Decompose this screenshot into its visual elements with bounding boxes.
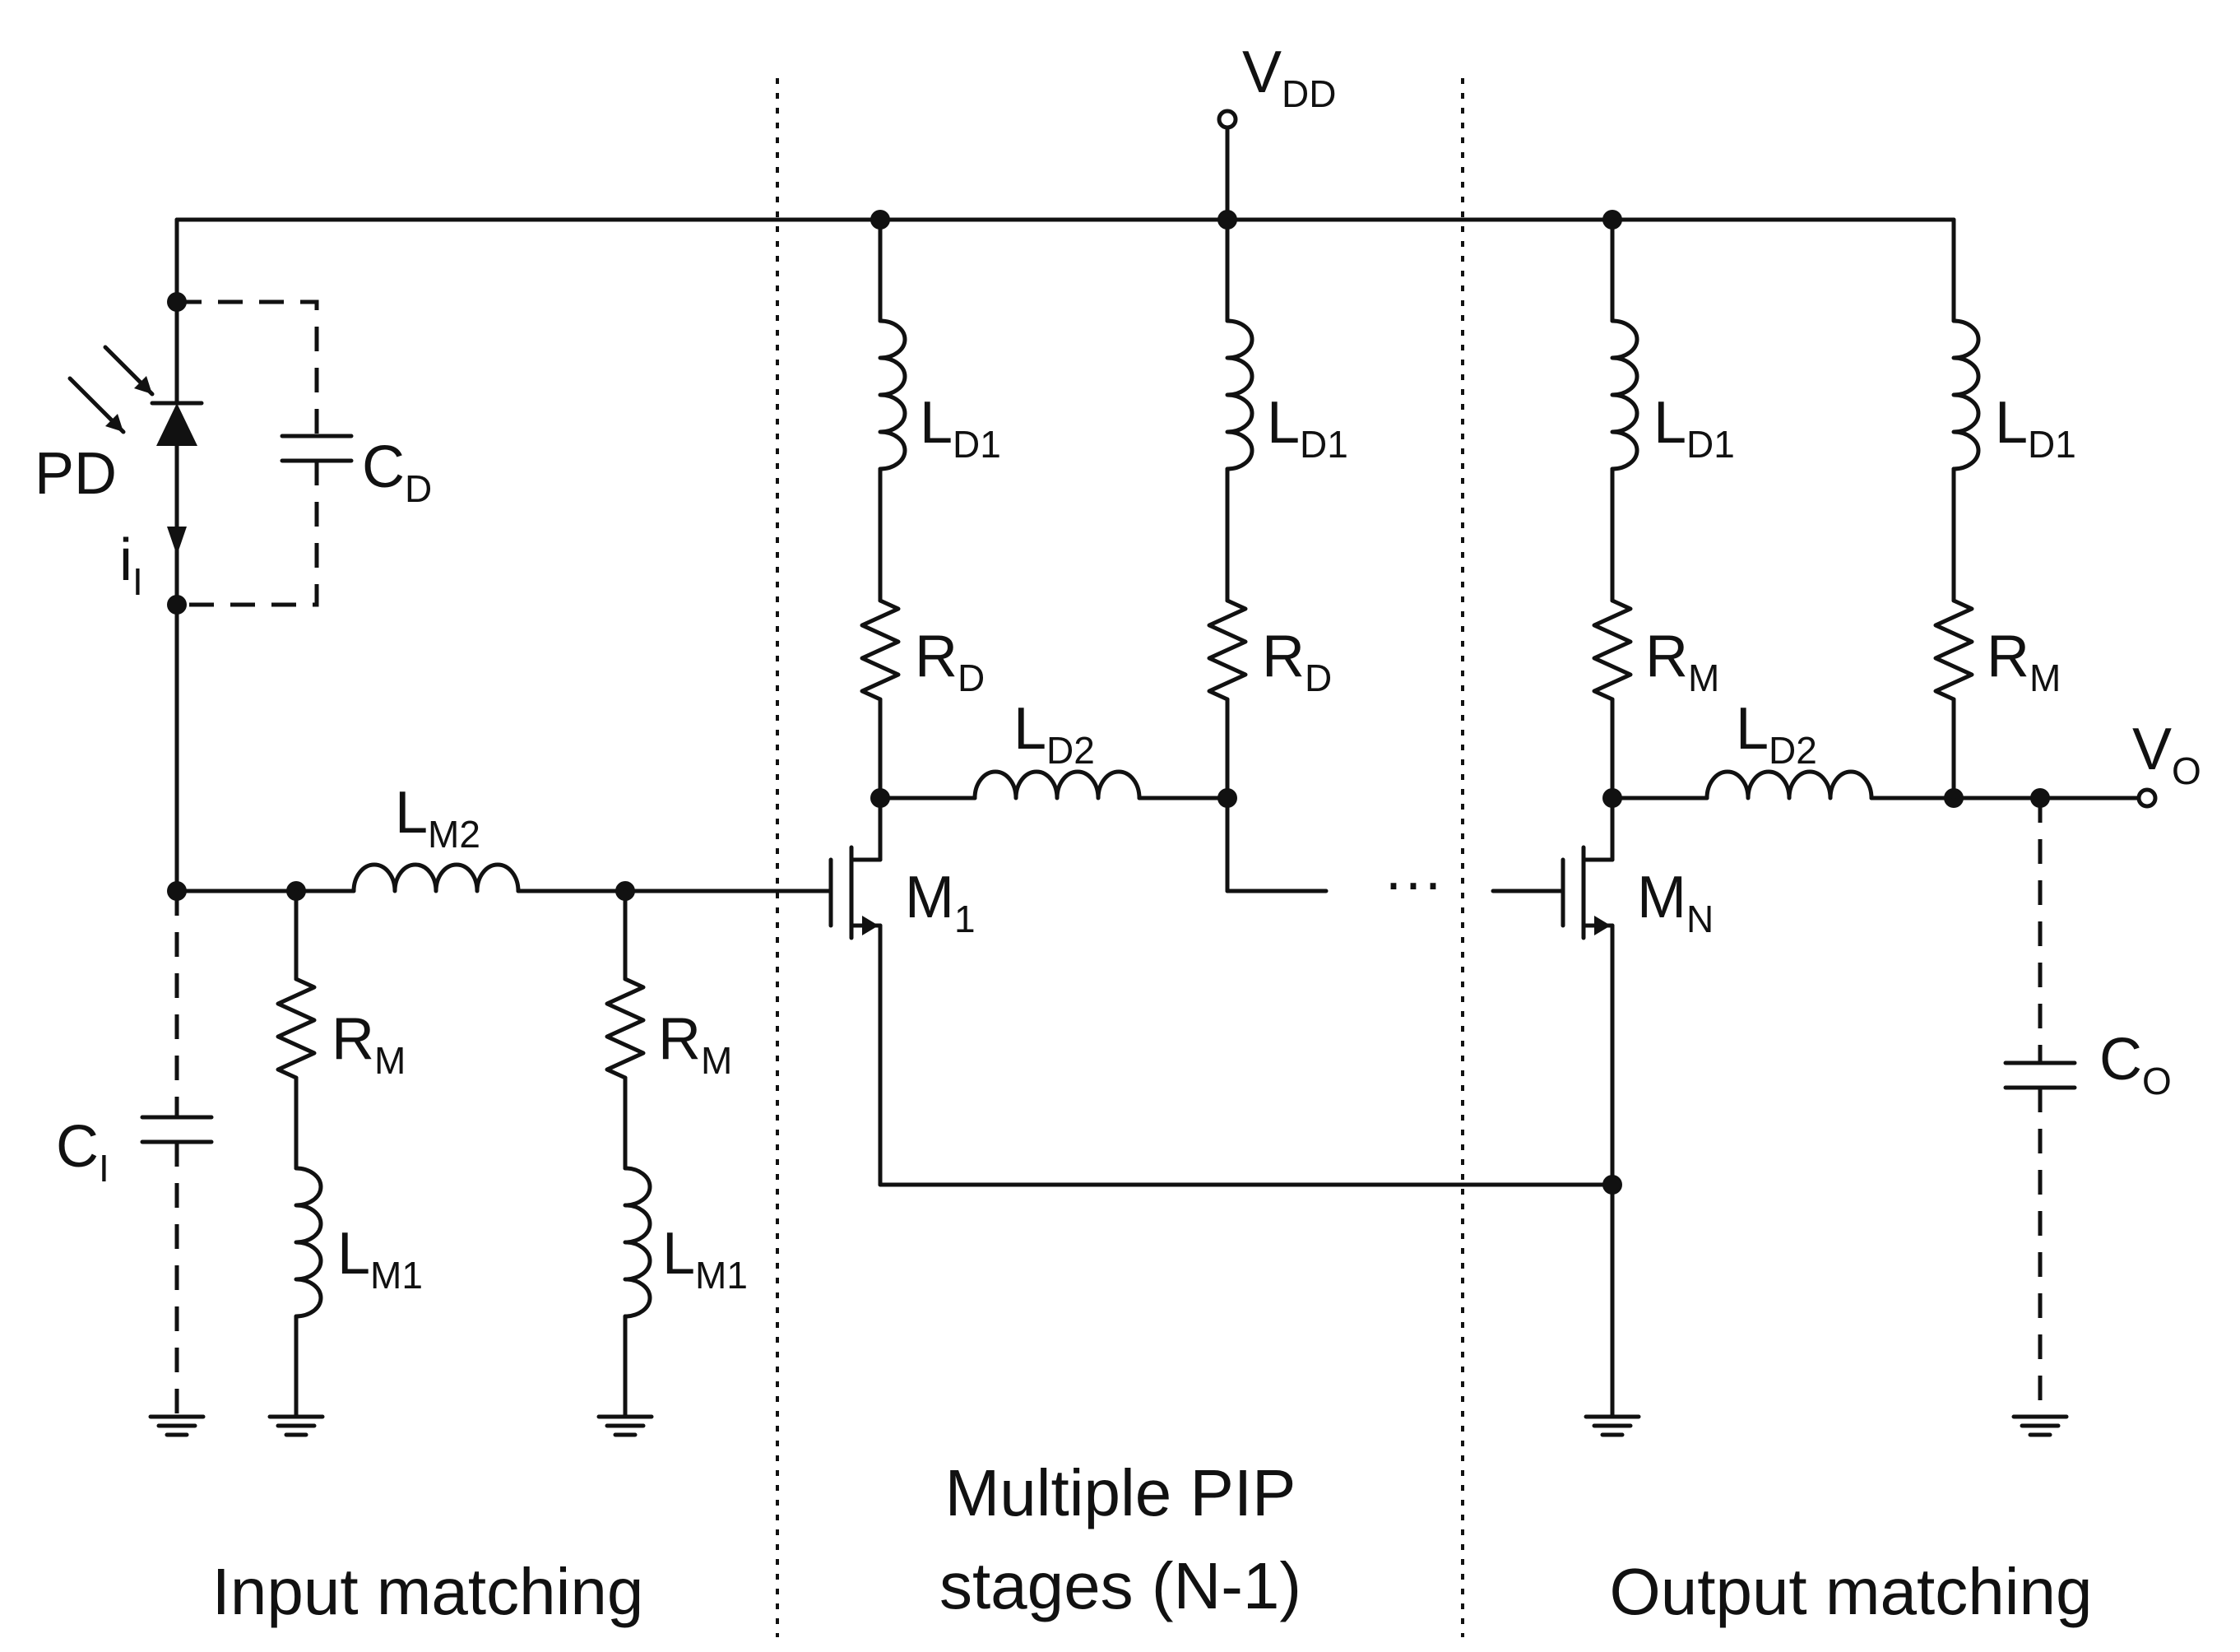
stage-2-load [1209,217,1329,893]
rm-in1-label: RM [332,1006,406,1082]
input-shunt-branch-2 [599,889,652,1435]
rm-out2-label: RM [1987,624,2061,699]
rm-out1-label: RM [1645,624,1719,699]
output-shunt-branch [1936,217,1978,800]
input-node-wire [167,865,833,901]
ld2-b-label: LD2 [1736,696,1817,772]
ld1-a-label: LD1 [920,390,1001,466]
transistor-mn [1491,796,1639,1435]
caption-input-matching: Input matching [212,1555,644,1628]
cd-capacitor [177,299,354,607]
pd-label: PD [35,441,117,507]
input-shunt-branch-1 [270,889,322,1435]
vdd-rail [174,109,1956,230]
light-arrows-icon [67,345,155,434]
ld1-c-label: LD1 [1653,390,1735,466]
current-arrow-icon [167,527,187,555]
lm1-b-label: LM1 [662,1221,748,1297]
ci-capacitor [140,891,214,1435]
vo-label: VO [2132,717,2201,792]
photodiode-branch [67,217,204,893]
caption-output-matching: Output matching [1610,1555,2093,1628]
il-label: iI [119,527,143,603]
ld2-a-label: LD2 [1013,696,1095,772]
co-label: CO [2099,1027,2172,1102]
mn-label: MN [1637,865,1714,940]
ld1-d-label: LD1 [1995,390,2076,466]
caption-pip-line2: stages (N-1) [939,1549,1301,1622]
vdd-label: VDD [1242,39,1336,115]
caption-pip-line1: Multiple PIP [945,1456,1296,1529]
rd-a-label: RD [915,624,985,699]
lm2-label: LM2 [395,780,480,856]
stage-n-load [1594,217,2158,809]
ellipsis-label: ··· [1384,850,1443,916]
m1-label: M1 [905,865,976,940]
transistor-m1 [828,796,1615,1187]
co-capacitor [2003,798,2077,1435]
cd-label: CD [362,434,432,510]
lm1-a-label: LM1 [337,1221,423,1297]
rm-in2-label: RM [658,1006,732,1082]
ci-label: CI [56,1114,109,1190]
photodiode-symbol [156,403,197,446]
ld1-b-label: LD1 [1267,390,1348,466]
rd-b-label: RD [1262,624,1332,699]
